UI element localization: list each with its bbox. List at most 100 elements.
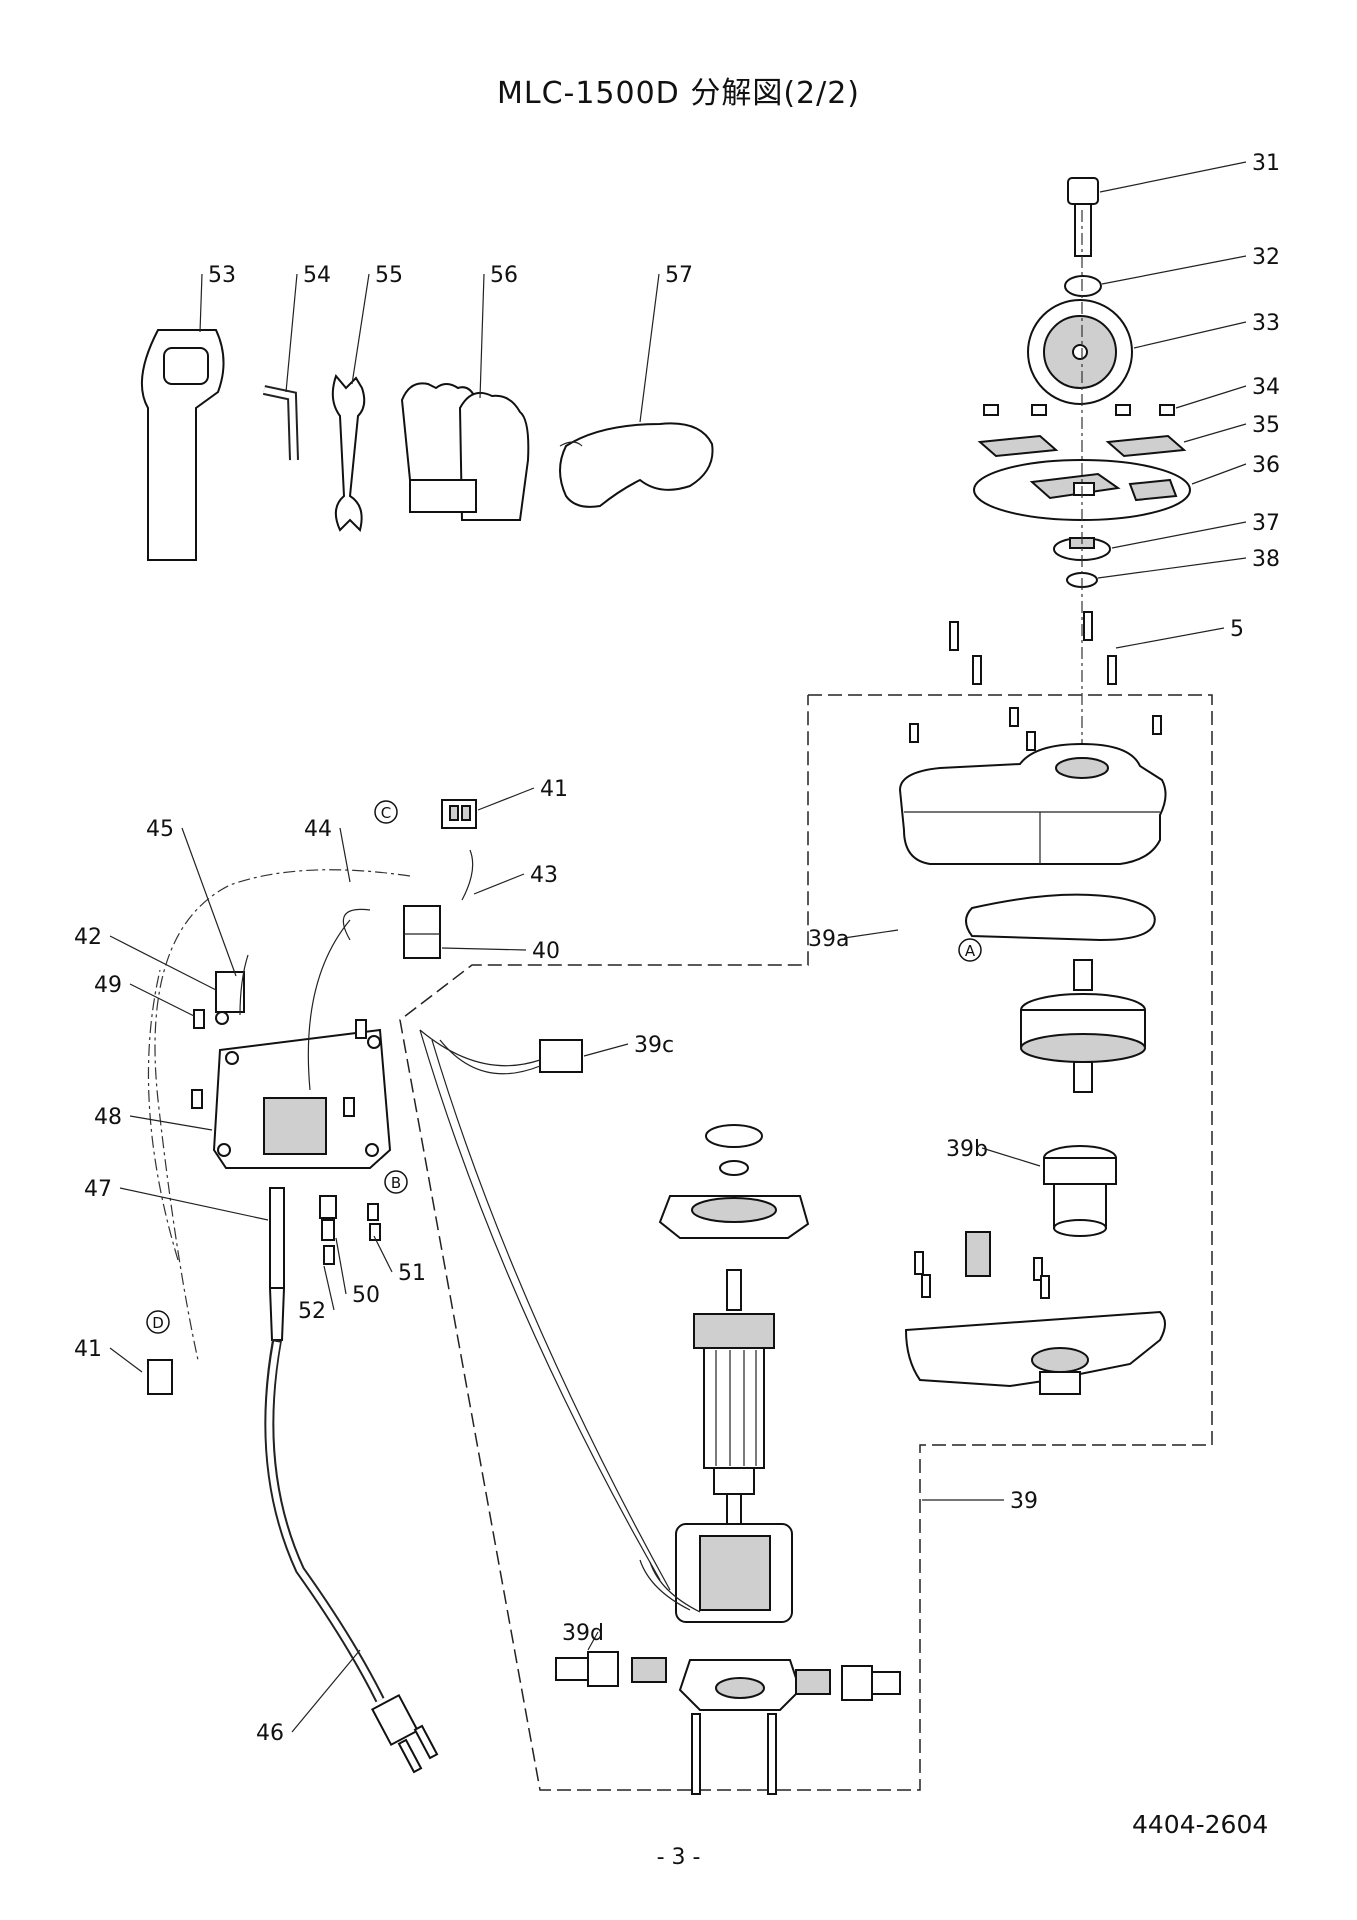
leader-line (335, 1237, 347, 1295)
callout-letter-B: B (391, 1174, 401, 1192)
motor-housing-top (658, 1195, 810, 1239)
part-label-35: 35 (1252, 413, 1280, 438)
drive-belt (965, 893, 1156, 942)
wire-dashed (154, 869, 411, 1361)
leader-line (441, 947, 527, 951)
leader-line (1099, 161, 1247, 193)
callout-letter-D: D (152, 1314, 164, 1332)
leader-line (1115, 627, 1225, 649)
switch-box (212, 1028, 392, 1169)
leader-line (1183, 423, 1247, 443)
wire-44 (342, 908, 371, 941)
leader-line (291, 1649, 361, 1733)
power-cord (264, 1187, 439, 1774)
wire-43 (461, 849, 474, 901)
part-label-39a: 39a (808, 927, 849, 952)
leader-line (339, 827, 351, 883)
callout-circle (384, 1170, 408, 1194)
part-label-39b: 39b (946, 1137, 988, 1162)
page-number: - 3 - (656, 1845, 701, 1870)
bearing-top (705, 1124, 763, 1176)
leader-line (351, 273, 370, 385)
switch-41-bottom (147, 1359, 173, 1395)
leader-line (1191, 463, 1247, 485)
gear-screws (914, 1251, 1050, 1299)
leader-line (109, 1347, 143, 1373)
lower-gear-case (904, 1310, 1166, 1395)
part-label-56: 56 (490, 263, 518, 288)
part-label-54: 54 (303, 263, 331, 288)
part-label-42: 42 (74, 925, 102, 950)
part-label-38: 38 (1252, 547, 1280, 572)
part-label-52: 52 (298, 1299, 326, 1324)
leader-line (843, 929, 899, 939)
leader-line (1111, 521, 1247, 549)
leader-line (473, 873, 525, 895)
blade-plates (977, 434, 1187, 458)
part-label-41: 41 (74, 1337, 102, 1362)
part-label-39c: 39c (634, 1033, 674, 1058)
part-label-51: 51 (398, 1261, 426, 1286)
leader-line (199, 273, 203, 333)
leader-line (981, 1147, 1041, 1167)
brush-holder-base (678, 1659, 802, 1795)
leader-line (477, 787, 535, 811)
leader-line (1133, 321, 1247, 349)
wrench-53 (140, 329, 225, 561)
leader-line (285, 273, 298, 393)
leader-line (587, 1631, 599, 1651)
leader-line (639, 273, 660, 423)
leader-line (373, 1235, 393, 1273)
wire-dashed-2 (147, 969, 179, 1261)
carbon-brushes-left (555, 1651, 667, 1687)
part-label-34: 34 (1252, 375, 1280, 400)
part-label-55: 55 (375, 263, 403, 288)
stator-field (639, 1523, 793, 1623)
part-label-36: 36 (1252, 453, 1280, 478)
spindle-bolt (1067, 177, 1099, 257)
part-label-49: 49 (94, 973, 122, 998)
blade-screws (983, 404, 1175, 416)
connector-39c (419, 1029, 583, 1075)
part-label-43: 43 (530, 863, 558, 888)
spanner-55 (331, 373, 366, 532)
spring (965, 1231, 991, 1277)
wire-45 (239, 954, 249, 1016)
part-label-31: 31 (1252, 151, 1280, 176)
document-number: 4404-2604 (1132, 1810, 1269, 1839)
leader-line (1175, 385, 1247, 409)
wire-left2 (431, 1039, 671, 1591)
leader-line (479, 273, 485, 399)
terminals-50-52 (319, 1195, 381, 1265)
part-label-33: 33 (1252, 311, 1280, 336)
hex-key-54 (262, 385, 299, 461)
pulley (1020, 959, 1146, 1093)
part-label-39d: 39d (562, 1621, 604, 1646)
page-title: MLC-1500D 分解図(2/2) (496, 76, 861, 111)
leader-line (1101, 255, 1247, 285)
part-label-37: 37 (1252, 511, 1280, 536)
leader-line (583, 1043, 629, 1057)
bearing-holder (1043, 1145, 1117, 1237)
part-label-44: 44 (304, 817, 332, 842)
leader-line (129, 983, 195, 1017)
part-label-41: 41 (540, 777, 568, 802)
washer (1064, 275, 1102, 297)
flange-disc (1027, 299, 1133, 405)
part-label-57: 57 (665, 263, 693, 288)
housing-outline (399, 694, 1213, 1791)
capacitor-40 (403, 905, 441, 959)
housing-screws (909, 611, 1162, 751)
upper-gear-case (898, 742, 1167, 865)
part-label-39: 39 (1010, 1489, 1038, 1514)
screws-49 (191, 1009, 367, 1117)
part-label-32: 32 (1252, 245, 1280, 270)
part-label-40: 40 (532, 939, 560, 964)
callout-circle (374, 800, 398, 824)
wire-48 (307, 919, 351, 1091)
wire-left (419, 1029, 661, 1581)
part-label-50: 50 (352, 1283, 380, 1308)
leader-line (119, 1187, 269, 1221)
